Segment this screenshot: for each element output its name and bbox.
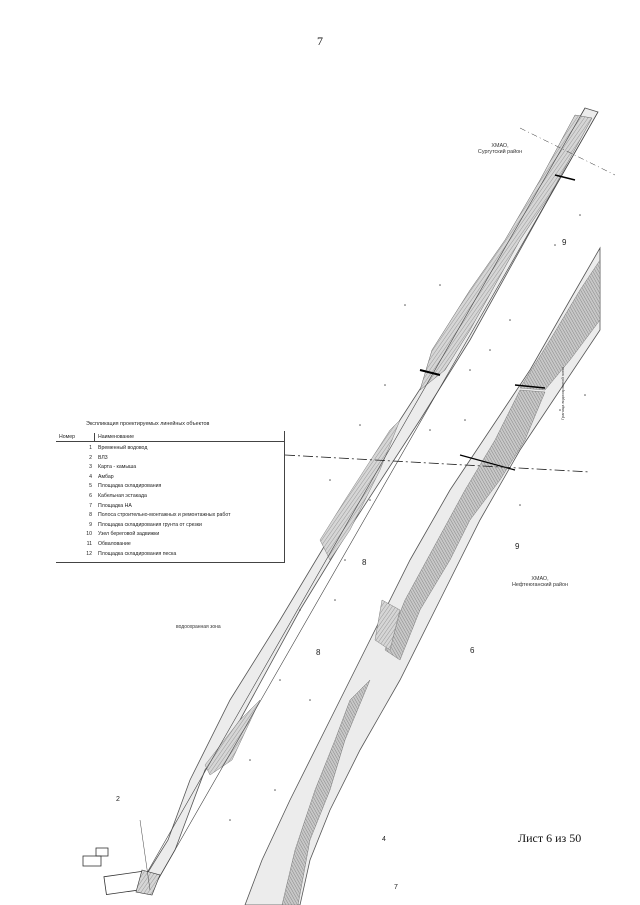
legend-row-name: Полоса строительно-монтажных и ремонтажн…	[98, 512, 231, 519]
legend-row: 9 Площадка складирования грунта от срезки	[56, 522, 284, 532]
survey-points	[229, 214, 586, 821]
legend-row: 7 Площадка НА	[56, 503, 284, 513]
legend-row-name: Временный водовод	[98, 445, 148, 451]
legend-row-number: 6	[89, 492, 92, 499]
map-number: 4	[382, 836, 386, 843]
legend-row-name: Амбар	[98, 473, 114, 480]
legend-row-number: 11	[86, 540, 92, 547]
legend-col-name: Наименование	[98, 434, 134, 440]
legend-row: 4 Амбар	[56, 474, 284, 484]
legend-row: 6 Кабельная эстакада	[56, 493, 284, 503]
legend-col-number: Номер	[59, 434, 75, 440]
legend-row: 10 Узел береговой задвижки	[56, 531, 284, 541]
legend-row: 11 Обвалование	[56, 541, 284, 551]
boundary-line	[284, 127, 616, 473]
map-number: 6	[470, 646, 475, 655]
bottom-left-structures	[82, 819, 161, 896]
map-number: 7	[394, 884, 398, 891]
district-label-mid: ХМАО, Нефтеюганский район	[500, 576, 580, 588]
legend-row-name: Кабельная эстакада	[98, 492, 147, 499]
legend-row-number: 1	[89, 445, 92, 451]
legend-row: 5 Площадка складирования	[56, 483, 284, 493]
legend-row-number: 2	[89, 454, 92, 461]
water-zone-label: водоохранная зона	[176, 624, 221, 630]
district-label-top: ХМАО, Сургутский район	[468, 143, 532, 155]
legend-row-number: 10	[86, 531, 92, 538]
legend-header: Номер Наименование	[56, 433, 284, 442]
map-number: 9	[515, 542, 520, 551]
legend-row: 8 Полоса строительно-монтажных и ремонтаж…	[56, 512, 284, 522]
map-number: 8	[316, 648, 321, 657]
legend-row-name: Площадка складирования песка	[98, 550, 177, 557]
legend-row-name: Площадка НА	[98, 502, 132, 509]
sheet-label: Лист 6 из 50	[518, 831, 582, 845]
map-number: 2	[116, 796, 120, 803]
map-number: 8	[322, 22, 323, 23]
map-number: 8	[362, 558, 367, 567]
legend-row: 1 Временный водовод	[56, 445, 284, 455]
legend-row-name: Узел береговой задвижки	[98, 531, 160, 538]
district-label-mid-line2: Нефтеюганский район	[511, 582, 569, 588]
legend-separator	[94, 433, 95, 441]
legend-row-name: Карта - камыша	[98, 464, 137, 471]
district-label-mid-line1: ХМАО,	[531, 576, 549, 582]
district-label-top-line1: ХМАО,	[491, 143, 509, 149]
legend-row-number: 8	[89, 512, 92, 519]
legend-row-number: 12	[86, 550, 92, 557]
boundary-vertical-label: Граница водоохранной зоны	[560, 367, 565, 420]
legend-row: 2 ВЛ3	[56, 455, 284, 465]
legend-row: 3 Карта - камыша	[56, 464, 284, 474]
legend-row-number: 4	[89, 473, 92, 480]
legend-row-number: 9	[89, 521, 92, 528]
legend-row-number: 5	[89, 483, 92, 490]
legend-row-number: 7	[89, 502, 92, 509]
page-number: 7	[317, 34, 323, 48]
legend-row-name: Площадка складирования грунта от срезки	[98, 521, 202, 528]
legend-row-name: Площадка складирования	[98, 483, 162, 490]
legend-title: Экспликация проектируемых линейных объек…	[86, 421, 210, 427]
district-label-top-line2: Сургутский район	[477, 149, 523, 155]
legend-row-number: 3	[89, 464, 92, 471]
map-number: 9	[562, 238, 567, 247]
legend-row-name: Обвалование	[98, 540, 131, 547]
legend-row-name: ВЛ3	[98, 454, 108, 461]
legend-table: Экспликация проектируемых линейных объек…	[56, 421, 285, 563]
left-corridor	[139, 107, 599, 891]
legend-row: 12 Площадка складирования песка	[56, 551, 284, 561]
